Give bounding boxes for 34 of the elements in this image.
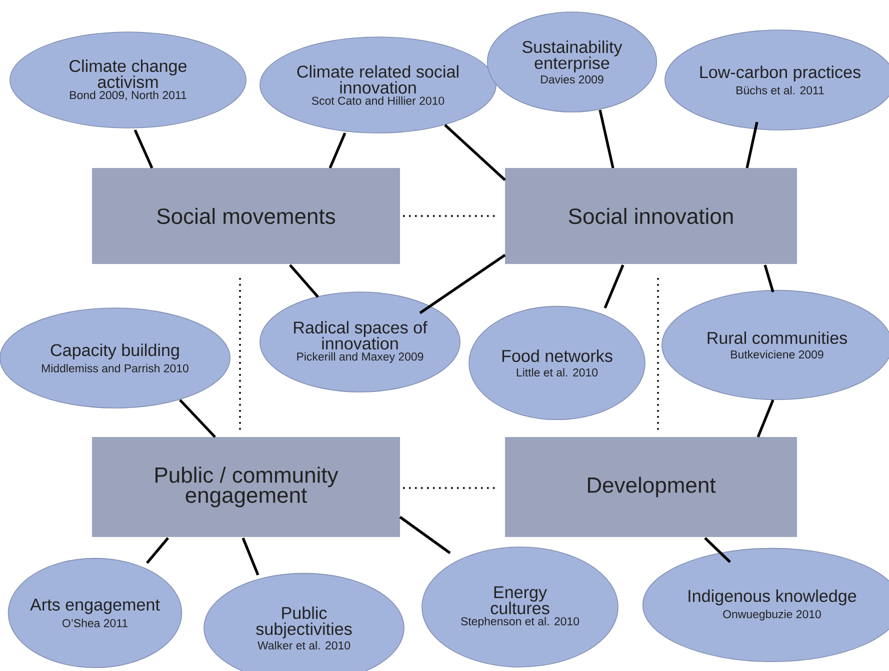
category-box: Development xyxy=(505,437,797,537)
connector-line xyxy=(444,124,506,181)
category-box: Social movements xyxy=(92,168,400,264)
connector-line xyxy=(179,399,216,438)
ellipse-node: Food networks Little et al. 2010 xyxy=(468,306,646,420)
connector-line xyxy=(764,264,774,292)
ellipse-node: Energy cultures Stephenson et al. 2010 xyxy=(422,546,618,668)
connector-line xyxy=(328,132,346,169)
connector-line xyxy=(598,110,614,168)
ellipse-node: Climate related social innovation Scot Cato and Hillier 2010 xyxy=(260,36,496,134)
ellipse-node: Low-carbon practices Büchs et al. 2011 xyxy=(664,30,889,130)
connector-line xyxy=(242,538,260,576)
connector-line xyxy=(419,254,506,314)
dotted-line xyxy=(403,487,495,489)
connector-line xyxy=(704,537,731,563)
ellipse-node: Arts engagement O’Shea 2011 xyxy=(8,558,182,668)
ellipse-node: Climate change activism Bond 2009, North 2011 xyxy=(10,32,246,128)
connector-line xyxy=(604,264,624,309)
connector-line xyxy=(746,122,758,168)
ellipse-node: Rural communities Butkeviciene 2009 xyxy=(662,290,889,400)
category-box: Public / community engagement xyxy=(92,437,400,537)
connector-line xyxy=(399,516,451,554)
connector-line xyxy=(756,400,774,438)
dotted-line xyxy=(657,278,659,430)
dotted-line xyxy=(403,215,495,217)
ellipse-node: Public subjectivities Walker et al. 2010 xyxy=(204,572,404,671)
dotted-line xyxy=(239,278,241,430)
ellipse-node: Sustainability enterprise Davies 2009 xyxy=(486,12,658,112)
category-box: Social innovation xyxy=(505,168,797,264)
connector-line xyxy=(146,537,170,564)
ellipse-node: Indigenous knowledge Onwuegbuzie 2010 xyxy=(642,548,889,662)
connector-line xyxy=(289,264,320,298)
ellipse-node: Radical spaces of innovation Pickerill and Maxey 2009 xyxy=(260,292,460,392)
connector-line xyxy=(134,129,154,169)
